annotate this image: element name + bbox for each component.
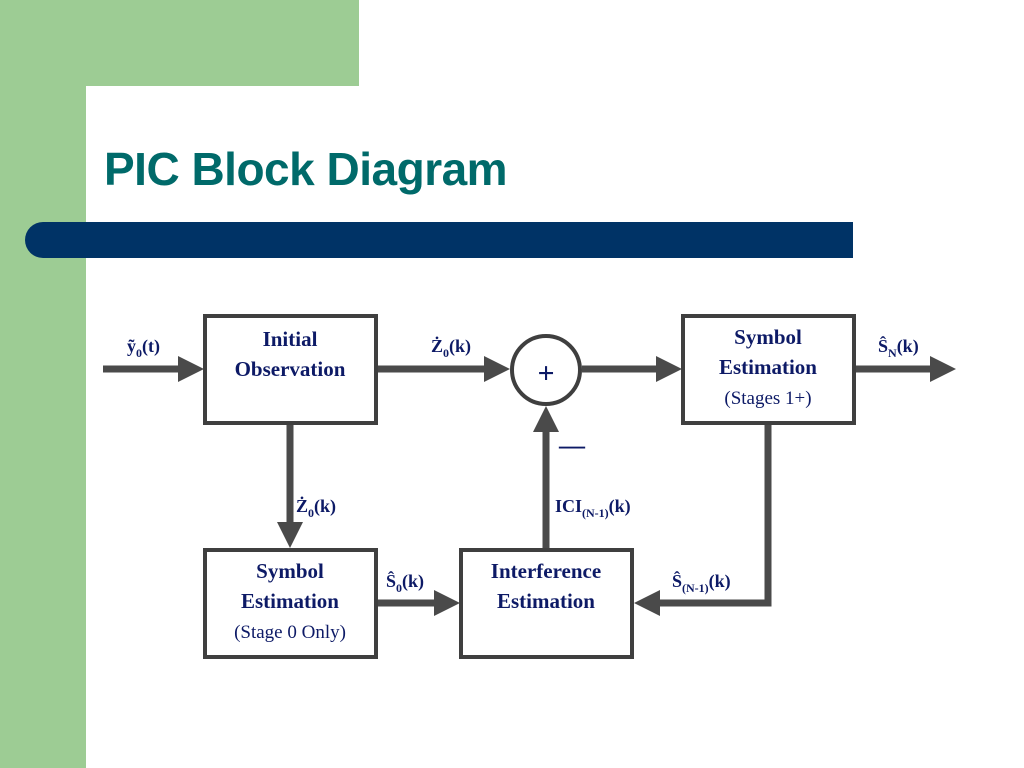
z0-arrow-head bbox=[484, 356, 510, 382]
label-input-y0: ỹ0(t) bbox=[127, 336, 160, 360]
label-z0-down: Ż0(k) bbox=[296, 496, 336, 520]
feedback-arrow-line bbox=[658, 424, 772, 607]
z0-down-arrow-head bbox=[277, 522, 303, 548]
label-z0-top: Ż0(k) bbox=[431, 336, 471, 360]
interference-estimation-line2: Estimation bbox=[497, 589, 595, 613]
sum-out-arrow-head bbox=[656, 356, 682, 382]
symbol-estimation-stage0-box bbox=[203, 548, 378, 659]
label-s0: Ŝ0(k) bbox=[386, 570, 424, 595]
label-s-n-minus-1: Ŝ(N-1)(k) bbox=[672, 570, 731, 595]
symbol-estimation-main-box bbox=[681, 314, 856, 425]
interference-estimation-box bbox=[459, 548, 634, 659]
feedback-arrow-head bbox=[634, 590, 660, 616]
symbol-estimation-main-line2: Estimation bbox=[719, 355, 817, 379]
symbol-estimation-stage0-line2: Estimation bbox=[241, 589, 339, 613]
symbol-estimation-main-line1: Symbol bbox=[734, 325, 802, 349]
symbol-estimation-stage0-line3: (Stage 0 Only) bbox=[234, 622, 346, 643]
initial-observation-line2: Observation bbox=[235, 357, 346, 381]
summing-junction: + — bbox=[510, 334, 586, 460]
input-arrow-head bbox=[178, 356, 204, 382]
ici-arrow-head bbox=[533, 406, 559, 432]
summer-plus-sign: + bbox=[537, 357, 554, 390]
interference-estimation-line1: Interference bbox=[491, 559, 601, 583]
block-initial-observation: Initial Observation bbox=[203, 314, 378, 425]
initial-observation-line1: Initial bbox=[263, 327, 318, 351]
summer-circle bbox=[510, 334, 582, 406]
initial-observation-box bbox=[203, 314, 378, 425]
s0-arrow-head bbox=[434, 590, 460, 616]
slide-title: PIC Block Diagram bbox=[104, 143, 508, 195]
green-sidebar bbox=[0, 0, 86, 768]
summer-minus-sign: — bbox=[558, 431, 586, 460]
symbol-estimation-main-line3: (Stages 1+) bbox=[724, 388, 811, 409]
block-interference-estimation: Interference Estimation bbox=[459, 548, 634, 659]
block-symbol-estimation-main: Symbol Estimation (Stages 1+) bbox=[681, 314, 856, 425]
block-symbol-estimation-stage0: Symbol Estimation (Stage 0 Only) bbox=[203, 548, 378, 659]
label-output-sn: ŜN(k) bbox=[878, 335, 919, 360]
label-ici: ICI(N-1)(k) bbox=[555, 496, 631, 520]
connectors bbox=[103, 356, 956, 616]
output-arrow-head bbox=[930, 356, 956, 382]
symbol-estimation-stage0-line1: Symbol bbox=[256, 559, 324, 583]
title-underline-bar bbox=[25, 222, 853, 258]
